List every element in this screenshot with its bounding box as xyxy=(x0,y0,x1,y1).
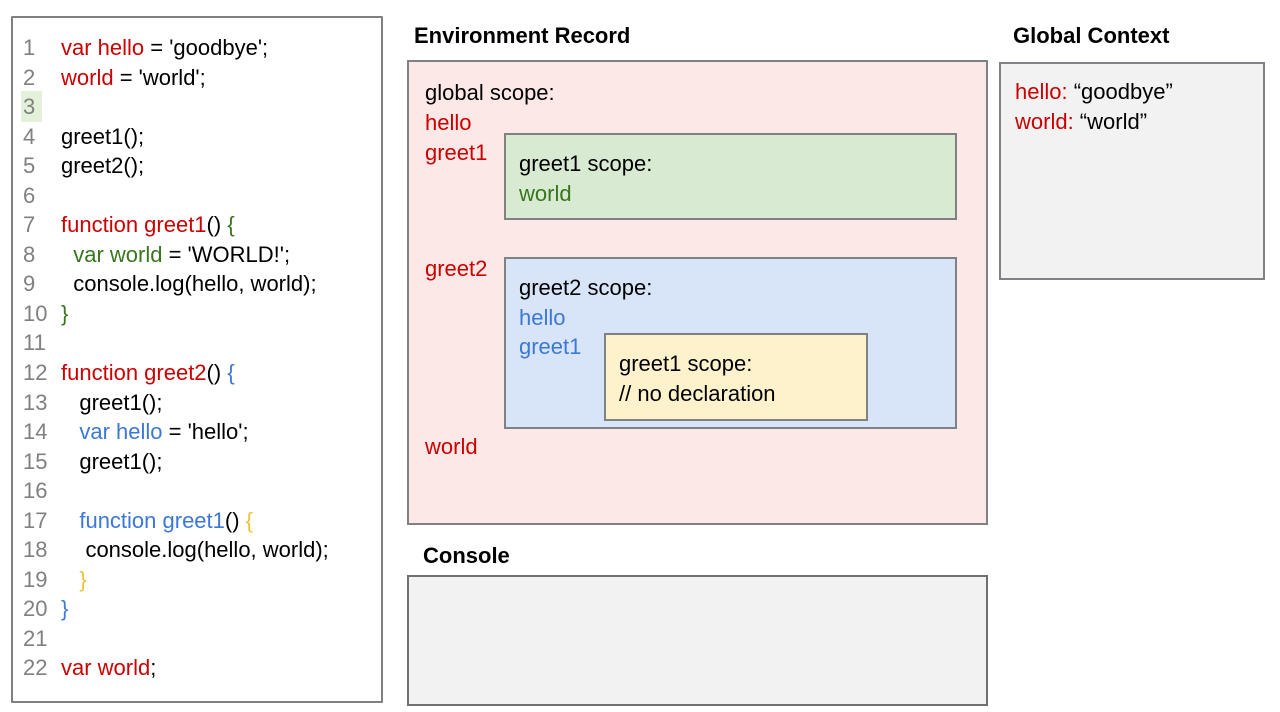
line-number: 18 xyxy=(23,537,48,563)
code-text: console.log(hello, world); xyxy=(61,271,317,297)
line-number: 22 xyxy=(23,655,48,681)
code-line: 9 console.log(hello, world); xyxy=(23,269,377,299)
code-line: 13 greet1(); xyxy=(23,388,377,418)
line-number: 14 xyxy=(23,419,48,445)
global-var-world: world xyxy=(425,434,478,459)
line-number: 11 xyxy=(23,330,46,356)
code-text: function greet2() { xyxy=(61,360,235,386)
global-context-value-world: “world” xyxy=(1073,108,1148,134)
line-number: 13 xyxy=(23,389,48,415)
code-text: greet1(); xyxy=(61,448,163,474)
line-number: 7 xyxy=(23,212,36,238)
global-context-key-world: world: xyxy=(1015,108,1074,134)
greet2-scope-var-hello: hello xyxy=(519,304,566,330)
code-line: 11 xyxy=(23,328,377,358)
global-context-title: Global Context xyxy=(1013,23,1170,48)
greet2-scope-label: greet2 scope: xyxy=(519,275,653,300)
code-text: var world = 'WORLD!'; xyxy=(73,241,291,267)
code-text: var hello = 'goodbye'; xyxy=(61,35,269,60)
nested-greet1-scope-comment: // no declaration xyxy=(619,380,776,406)
global-scope-box: global scope: hello greet1 greet1 scope:… xyxy=(407,60,988,525)
code-line: 12 function greet2() { xyxy=(23,358,377,388)
global-context-entry-hello: hello: “goodbye” xyxy=(1015,77,1263,107)
global-context-box: hello: “goodbye” world: “world” xyxy=(999,62,1265,280)
line-number: 21 xyxy=(23,625,48,651)
line-number: 10 xyxy=(23,300,48,326)
line-number: 9 xyxy=(23,271,36,297)
code-line: 3 xyxy=(21,91,377,123)
code-text: } xyxy=(79,566,87,592)
code-line: 19 } xyxy=(23,565,377,595)
line-number: 5 xyxy=(23,153,36,179)
line-number: 20 xyxy=(23,596,48,622)
global-context-value-hello: “goodbye” xyxy=(1067,79,1173,104)
code-line: 18 console.log(hello, world); xyxy=(23,535,377,565)
greet1-scope-box: greet1 scope: world xyxy=(504,133,957,220)
code-line: 17 function greet1() { xyxy=(23,506,377,536)
line-number: 15 xyxy=(23,448,48,474)
code-line: 16 xyxy=(23,476,377,506)
code-text: greet1(); xyxy=(61,389,163,415)
code-line: 14 var hello = 'hello'; xyxy=(23,417,377,447)
code-line: 15 greet1(); xyxy=(23,447,377,477)
line-number: 16 xyxy=(23,478,48,504)
global-var-greet2: greet2 xyxy=(425,256,488,281)
line-number: 12 xyxy=(23,360,48,386)
code-text: function greet1() { xyxy=(61,212,235,238)
line-number: 19 xyxy=(23,566,48,592)
code-line: 1 var hello = 'goodbye'; xyxy=(23,33,377,63)
code-text: var hello = 'hello'; xyxy=(79,419,249,445)
nested-greet1-scope-box: greet1 scope: // no declaration xyxy=(604,333,868,421)
greet1-scope-label: greet1 scope: xyxy=(519,151,653,176)
code-text: console.log(hello, world); xyxy=(61,537,329,563)
code-text: greet1(); xyxy=(61,123,145,149)
line-number: 17 xyxy=(23,507,48,533)
line-number: 3 xyxy=(21,91,61,123)
code-text: } xyxy=(61,300,69,326)
code-text: } xyxy=(61,596,69,622)
code-text: world = 'world'; xyxy=(61,64,206,90)
console-title: Console xyxy=(423,543,510,568)
code-text: function greet1() { xyxy=(79,507,254,533)
line-number: 8 xyxy=(23,241,36,267)
code-line: 2 world = 'world'; xyxy=(23,63,377,93)
line-number: 2 xyxy=(23,64,36,90)
global-context-key-hello: hello: xyxy=(1015,79,1068,104)
greet2-scope-box: greet2 scope: hello greet1 greet1 scope:… xyxy=(504,257,957,429)
code-line: 6 xyxy=(23,181,377,211)
global-var-greet1: greet1 xyxy=(425,140,488,165)
code-line: 4 greet1(); xyxy=(23,122,377,152)
code-line: 21 xyxy=(23,624,377,654)
global-scope-label: global scope: xyxy=(425,80,555,105)
code-line: 8 var world = 'WORLD!'; xyxy=(23,240,377,270)
code-text: var world; xyxy=(61,655,157,681)
code-text: greet2(); xyxy=(61,153,145,179)
environment-record-title: Environment Record xyxy=(414,23,631,48)
line-number: 4 xyxy=(23,123,36,149)
code-line: 20} xyxy=(23,594,377,624)
code-line: 5 greet2(); xyxy=(23,151,377,181)
greet2-scope-var-greet1: greet1 xyxy=(519,334,582,359)
line-number: 1 xyxy=(23,35,36,60)
greet1-scope-var-world: world xyxy=(519,180,572,206)
code-line: 22 var world; xyxy=(23,653,377,683)
nested-greet1-scope-label: greet1 scope: xyxy=(619,351,753,376)
global-var-hello: hello xyxy=(425,110,472,135)
line-number: 6 xyxy=(23,182,36,208)
code-editor-panel: 1 var hello = 'goodbye'; 2 world = 'world';… xyxy=(11,16,383,703)
code-line: 10} xyxy=(23,299,377,329)
code-line: 7 function greet1() { xyxy=(23,210,377,240)
console-output-box xyxy=(407,575,988,706)
global-context-entry-world: world: “world” xyxy=(1015,107,1263,137)
